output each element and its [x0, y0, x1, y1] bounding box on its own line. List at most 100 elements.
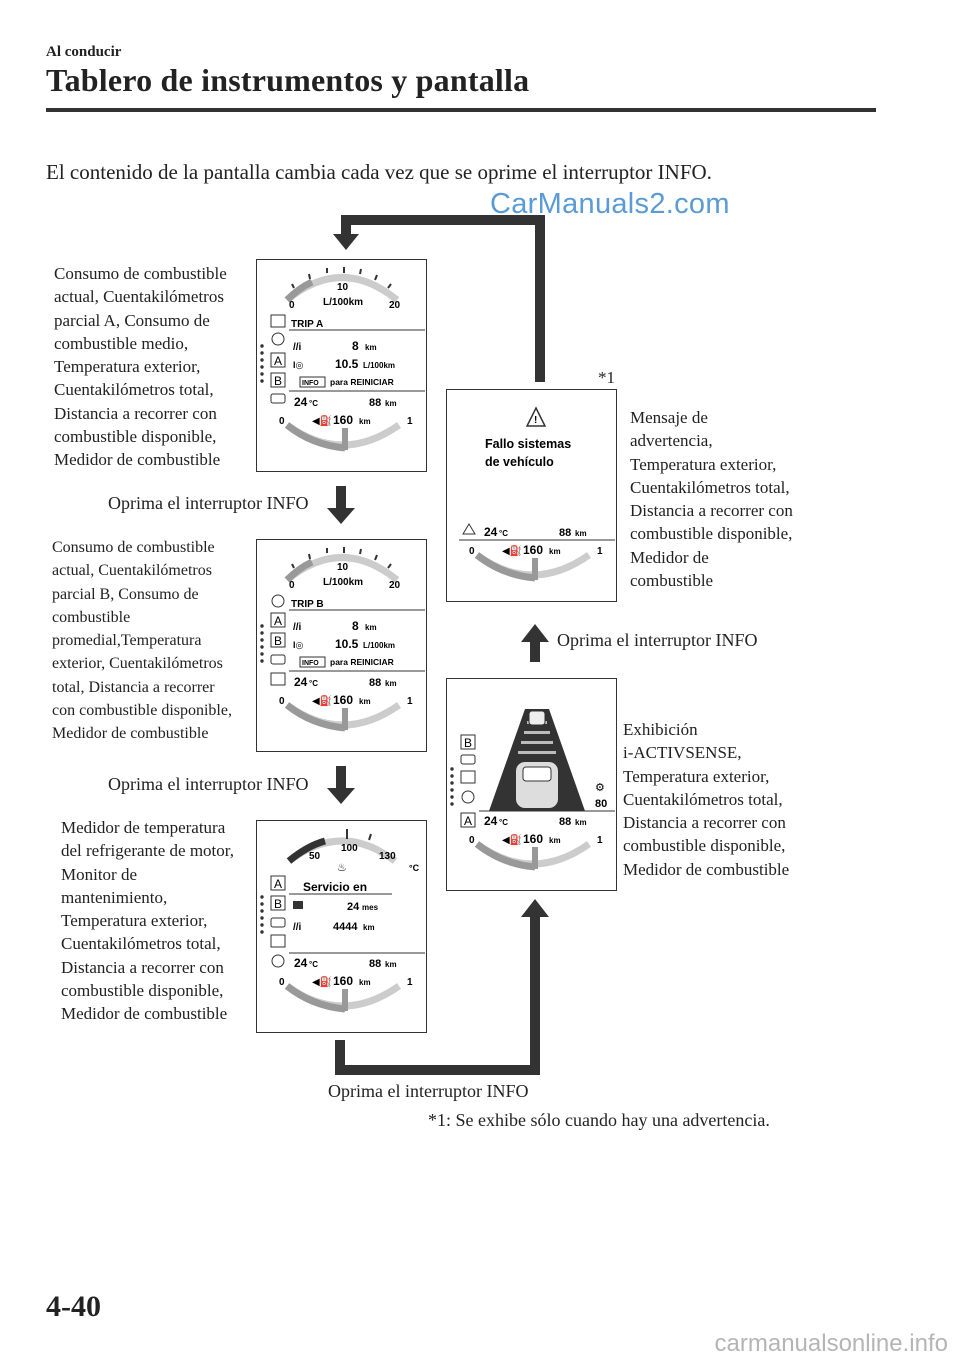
display-trip-a: 0 10 20 L/100km A B TRIP A //i 8 km I◎ 1…	[256, 259, 427, 472]
outside-temp: 24	[294, 956, 308, 970]
desc-line: Consumo de combustible	[54, 264, 227, 283]
temp-unit: °C	[309, 960, 318, 969]
gauge-max: 130	[379, 851, 396, 862]
trip-label: TRIP B	[291, 599, 324, 610]
desc-line: Cuentakilómetros total,	[54, 380, 214, 400]
months-unit: mes	[362, 903, 379, 912]
temp-unit: °C	[499, 818, 508, 827]
watermark-bottom: carmanualsonline.info	[714, 1330, 948, 1357]
page-dots	[260, 344, 264, 383]
top-loop-connector	[341, 215, 545, 382]
odo-unit: km	[385, 679, 397, 688]
fuel-needle	[342, 708, 348, 730]
press-info-label-1: Oprima el interruptor INFO	[108, 493, 309, 513]
trip-unit: km	[365, 343, 377, 352]
temp-unit: °C	[499, 529, 508, 538]
desc-line: promedial,Temperatura	[52, 632, 202, 650]
info-badge: INFO	[302, 660, 319, 667]
desc-line: parcial B, Consumo de	[52, 585, 199, 603]
fuel-min: 0	[279, 416, 285, 427]
desc-line: Temperatura exterior,	[630, 454, 777, 474]
left-icon-column: A B	[260, 594, 286, 686]
desc-line: actual, Cuentakilómetros	[52, 562, 212, 580]
press-info-label-3: Oprima el interruptor INFO	[557, 630, 758, 650]
range-unit: km	[359, 978, 371, 987]
down-arrow-1-shaft	[336, 486, 346, 510]
car-icon	[270, 654, 286, 665]
desc-line: Medidor de combustible	[61, 1004, 228, 1024]
desc-line: Monitor de	[61, 864, 138, 884]
desc-line: Cuentakilómetros total,	[623, 789, 783, 809]
display-maintenance: 50 100 130 °C ♨ A B Servicio en 24 mes /…	[256, 820, 427, 1033]
gauge-ticks	[346, 829, 372, 841]
page-number: 4-40	[46, 1290, 101, 1323]
desc-line: Consumo de combustible	[52, 539, 215, 556]
display-trip-b: 0 10 20 L/100km A B TRIP B //i 8 km I◎ 1…	[256, 539, 427, 752]
desc-line: Distancia a recorrer con	[623, 813, 786, 833]
range-value: 160	[523, 543, 543, 557]
desc-line: actual, Cuentakilómetros	[54, 287, 224, 307]
info-badge: INFO	[302, 380, 319, 387]
distance-icon: //i	[293, 622, 302, 633]
down-arrow-2-shaft	[336, 766, 346, 790]
fuel-needle	[532, 847, 538, 869]
gauge-unit: °C	[409, 863, 420, 873]
desc-line: Distancia a recorrer con	[54, 403, 217, 423]
trip-a-icon: A	[274, 614, 282, 628]
coolant-icon: ♨	[337, 862, 347, 874]
desc-warning: Mensaje de advertencia, Temperatura exte…	[630, 406, 830, 592]
fuel-pump-icon: ◀⛽	[502, 833, 522, 846]
desc-line: combustible disponible,	[630, 524, 793, 544]
fuel-pump-icon: ◀⛽	[312, 975, 332, 988]
outside-temp: 24	[294, 395, 308, 409]
bottom-loop-connector	[335, 915, 540, 1075]
intro-text: El contenido de la pantalla cambia cada …	[46, 160, 712, 184]
odometer: 88	[559, 816, 571, 828]
desc-line: combustible disponible,	[623, 836, 786, 856]
section-label: Al conducir	[46, 44, 122, 60]
warning-icon	[525, 406, 547, 427]
page-dots	[450, 767, 454, 806]
fuel-pump-icon: ◀⛽	[502, 544, 522, 557]
calendar-icon	[293, 901, 303, 909]
desc-line: combustible disponible,	[54, 427, 217, 447]
driver-icon	[270, 934, 286, 948]
bottom-loop-arrowhead	[521, 899, 549, 917]
gauge-max: 20	[389, 300, 401, 311]
gauge-mid: 10	[337, 282, 349, 293]
fuel-pump-icon: ◀⛽	[312, 694, 332, 707]
desc-maintenance: Medidor de temperatura del refrigerante …	[61, 816, 256, 1026]
reset-text: para REINICIAR	[330, 657, 394, 667]
desc-line: Cuentakilómetros total,	[630, 477, 790, 497]
up-arrow-shaft	[530, 640, 540, 662]
desc-line: del refrigerante de motor,	[61, 841, 235, 861]
range-value: 160	[333, 693, 353, 707]
display-activsense: B A ⚙ 80 24 °C 88 km 0 1 ◀⛽ 160 km	[446, 678, 617, 891]
avg-fuel-icon: I◎	[293, 360, 304, 370]
fuel-min: 0	[279, 696, 285, 707]
info-badge-box	[299, 376, 326, 388]
desc-line: combustible disponible,	[61, 981, 224, 1001]
fuel-needle	[342, 989, 348, 1011]
set-speed: 80	[595, 798, 607, 810]
odo-unit: km	[385, 399, 397, 408]
car-icon	[270, 917, 286, 928]
fuel-fill	[474, 841, 536, 871]
gauge-ticks	[291, 267, 392, 289]
avg-fuel-icon: I◎	[293, 640, 304, 650]
gauge-mid: 100	[341, 843, 358, 854]
desc-line: Mensaje de	[630, 408, 708, 427]
avg-unit: L/100km	[363, 361, 395, 370]
trip-a-icon: A	[464, 814, 472, 828]
desc-line: con combustible disponible,	[52, 702, 232, 720]
range-value: 160	[523, 832, 543, 846]
coolant-fill	[286, 837, 327, 864]
km-unit: km	[363, 923, 375, 932]
gauge-min: 50	[309, 851, 321, 862]
warning-icon-mark: !	[534, 415, 537, 426]
fuel-fill	[474, 552, 536, 582]
desc-line: advertencia,	[630, 431, 713, 451]
odometer: 88	[369, 397, 381, 409]
left-icon-column: A B	[260, 875, 286, 968]
fuel-needle	[342, 428, 348, 450]
